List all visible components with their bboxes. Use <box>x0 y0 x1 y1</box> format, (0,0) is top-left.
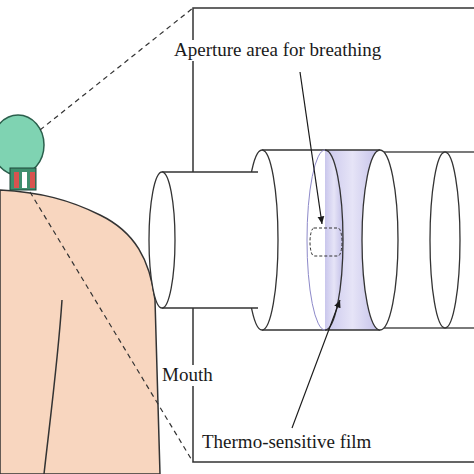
zoom-line <box>40 8 193 130</box>
device-bulb <box>0 115 44 175</box>
arm-line <box>44 300 62 474</box>
device-stripe <box>14 172 19 188</box>
film-disc <box>325 150 343 330</box>
mouth-tube <box>162 172 260 308</box>
callout-label: Aperture area for breathing <box>172 40 383 61</box>
shoulder <box>0 190 160 474</box>
leader-line <box>292 300 340 428</box>
leader-line <box>300 72 322 224</box>
device-stripe <box>30 172 35 188</box>
device-neck <box>10 168 36 190</box>
tube-ring <box>430 152 460 328</box>
device-stripe <box>22 172 27 188</box>
callout-label: Thermo-sensitive film <box>200 432 373 453</box>
mouth-tube-edge <box>162 172 258 308</box>
mouth-end <box>149 172 175 308</box>
part-label: Mouth <box>160 365 215 386</box>
tube-ring <box>362 150 398 330</box>
aperture-outline <box>310 228 342 256</box>
